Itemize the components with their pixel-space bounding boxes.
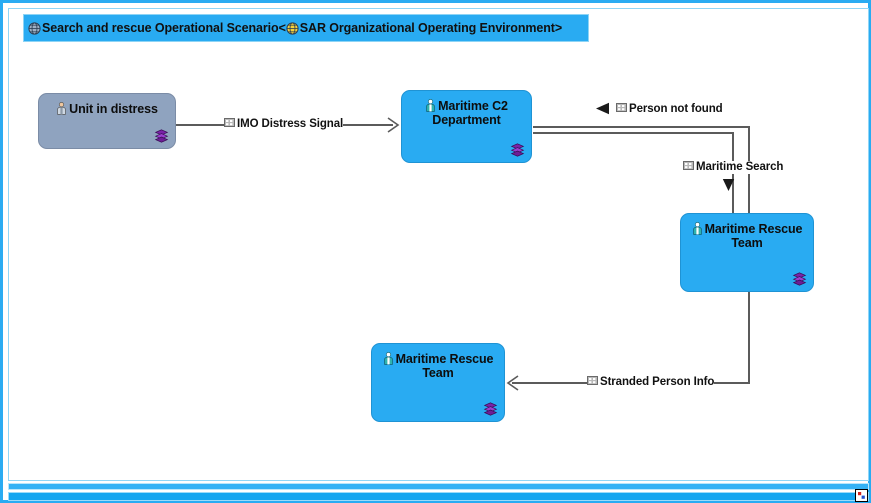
diagram-title-prefix: Search and rescue Operational Scenario< bbox=[42, 21, 286, 35]
node-title: Maritime Rescue Team bbox=[681, 214, 813, 250]
arrowhead-filled-left-person-not-found bbox=[595, 102, 611, 115]
horizontal-scrollbar-lower[interactable] bbox=[8, 492, 869, 501]
node-unit-in-distress[interactable]: Unit in distress bbox=[38, 93, 176, 149]
node-maritime-c2-department[interactable]: Maritime C2 Department bbox=[401, 90, 532, 163]
node-title: Unit in distress bbox=[39, 94, 175, 116]
message-icon bbox=[587, 376, 598, 385]
connector-line-person-not-found-horizontal bbox=[533, 126, 750, 128]
node-label: Unit in distress bbox=[69, 102, 158, 116]
globe-grey-icon bbox=[28, 21, 41, 35]
node-maritime-rescue-team-bottom[interactable]: Maritime Rescue Team bbox=[371, 343, 505, 422]
message-icon bbox=[224, 118, 235, 127]
node-label-line1: Maritime Rescue bbox=[395, 352, 494, 366]
diagram-title-suffix: SAR Organizational Operating Environment… bbox=[299, 21, 563, 35]
connector-label-person-not-found: Person not found bbox=[616, 103, 723, 116]
node-maritime-rescue-team-right[interactable]: Maritime Rescue Team bbox=[680, 213, 814, 292]
connector-line-stranded-person-info-vertical bbox=[748, 292, 750, 384]
message-icon bbox=[683, 161, 694, 170]
diagram-canvas[interactable]: Search and rescue Operational Scenario< … bbox=[8, 8, 869, 481]
stacked-layers-icon bbox=[483, 402, 498, 416]
connector-label-maritime-search: Maritime Search bbox=[683, 161, 783, 174]
stacked-layers-icon bbox=[792, 272, 807, 286]
node-label-line1: Maritime C2 bbox=[438, 99, 508, 113]
node-title: Maritime Rescue Team bbox=[372, 344, 504, 380]
connector-label-text: IMO Distress Signal bbox=[237, 118, 344, 130]
horizontal-scrollbar-upper[interactable] bbox=[8, 483, 869, 490]
connector-label-text: Stranded Person Info bbox=[600, 376, 715, 388]
connector-label-text: Maritime Search bbox=[696, 161, 784, 173]
person-icon bbox=[383, 352, 394, 365]
message-icon bbox=[616, 103, 627, 112]
connector-label-text: Person not found bbox=[629, 103, 723, 115]
diagram-title-bar[interactable]: Search and rescue Operational Scenario< … bbox=[23, 14, 589, 42]
globe-yellow-icon bbox=[286, 21, 299, 35]
connector-line-maritime-search-horizontal bbox=[533, 132, 734, 134]
resize-grip-icon[interactable] bbox=[855, 489, 868, 502]
node-label-line1: Maritime Rescue bbox=[704, 222, 803, 236]
connector-label-imo-distress-signal: IMO Distress Signal bbox=[224, 118, 343, 131]
arrowhead-filled-down-maritime-search bbox=[722, 177, 735, 193]
person-icon bbox=[692, 222, 703, 235]
arrowhead-open-left-stranded-person-info bbox=[506, 375, 519, 391]
stacked-layers-icon bbox=[510, 143, 525, 157]
node-label-line2: Team bbox=[422, 366, 454, 380]
person-icon bbox=[425, 99, 436, 112]
arrowhead-open-right-imo bbox=[387, 117, 400, 133]
node-label-line2: Department bbox=[432, 113, 501, 127]
connector-label-stranded-person-info: Stranded Person Info bbox=[587, 376, 714, 389]
node-label-line2: Team bbox=[731, 236, 763, 250]
node-title: Maritime C2 Department bbox=[402, 91, 531, 127]
stacked-layers-icon bbox=[154, 129, 169, 143]
person-icon bbox=[56, 102, 67, 115]
